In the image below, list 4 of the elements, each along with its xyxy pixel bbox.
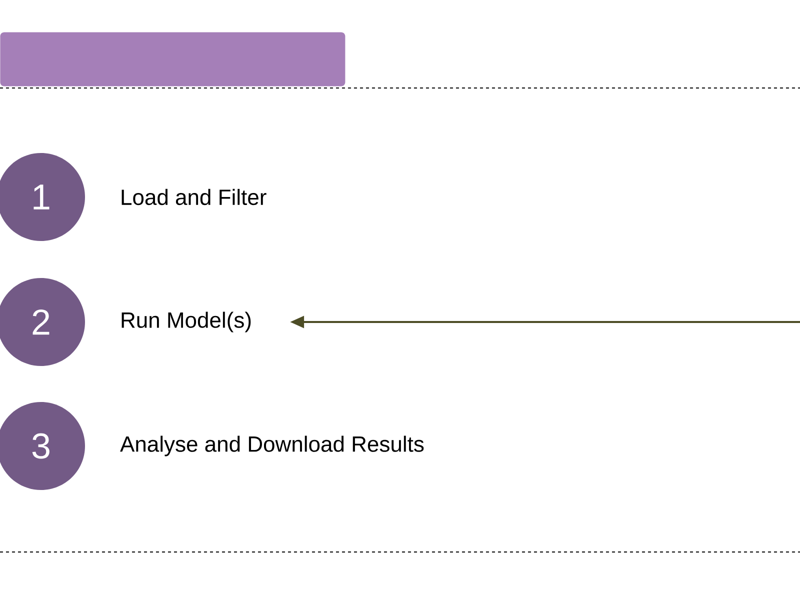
step-label: Run Model(s) (122, 312, 251, 332)
tab (0, 32, 346, 86)
step-label: Load and Filter (122, 188, 266, 206)
step-label: Analyse and Download Results (120, 436, 424, 456)
